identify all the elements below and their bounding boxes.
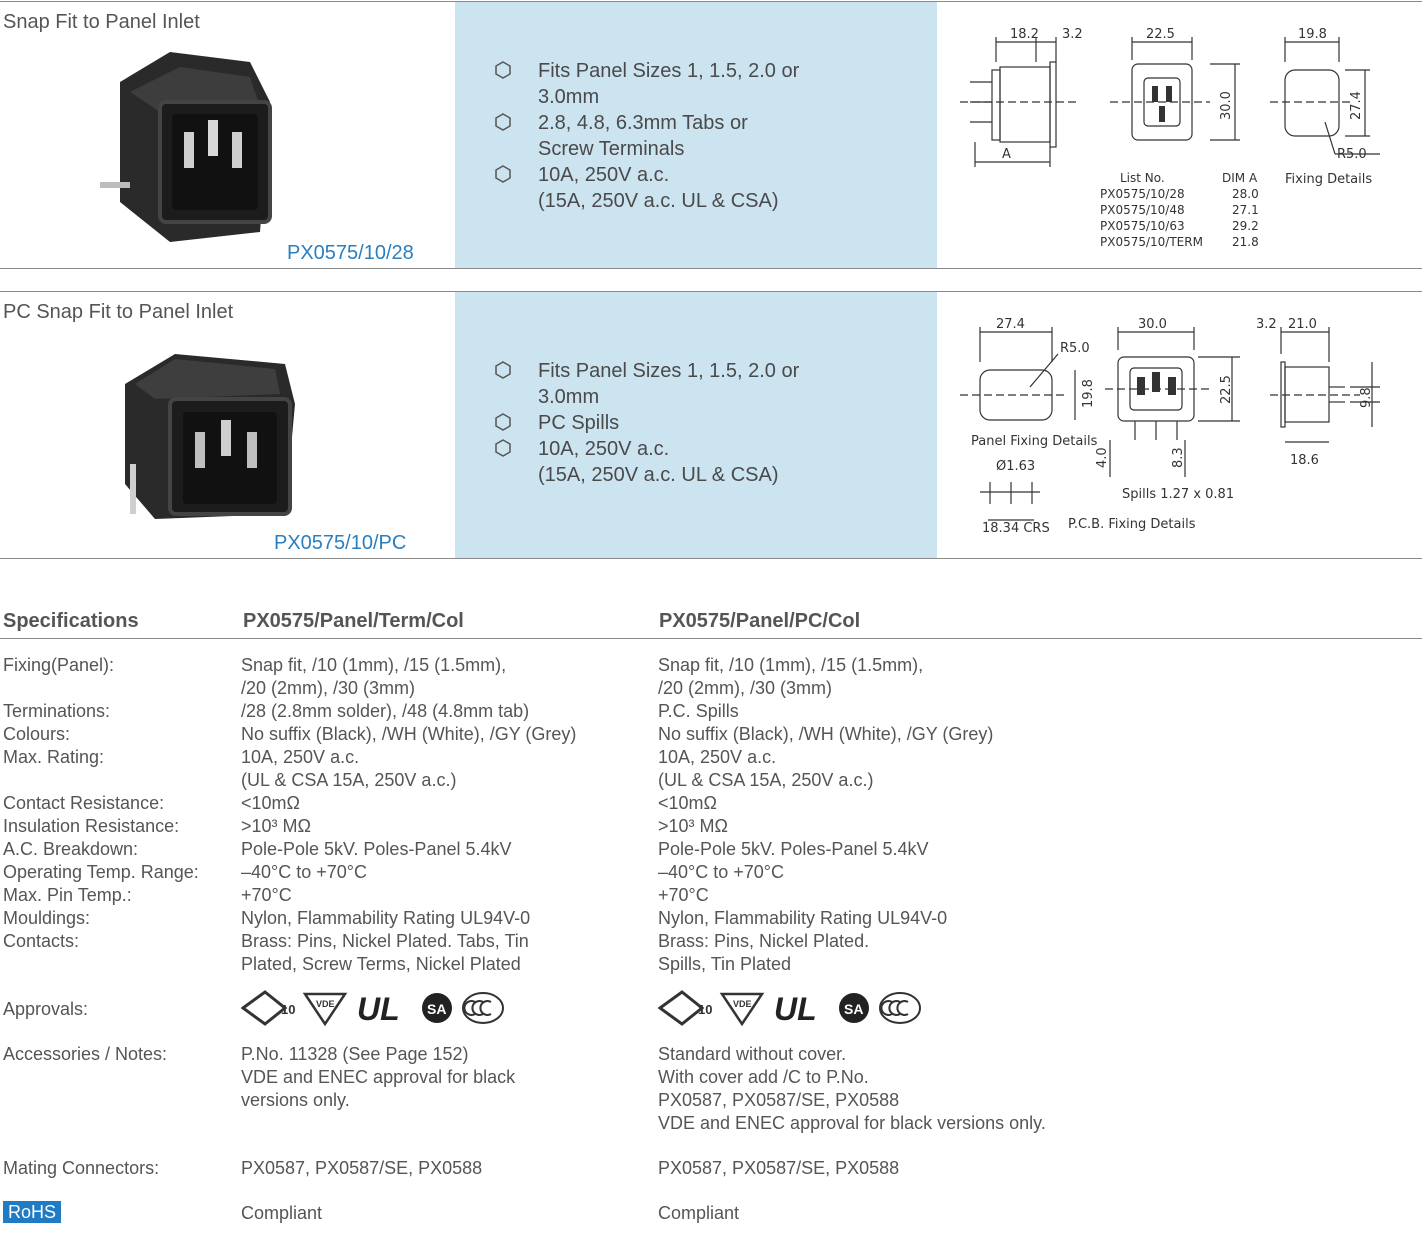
- list-header-no: List No.: [1120, 171, 1165, 185]
- technical-drawing-snap-fit: 18.2 3.2 22.5 19.8 30.0 27.4 A R5.0 Fixi…: [960, 27, 1380, 249]
- feature-item: Fits Panel Sizes 1, 1.5, 2.0 or 3.0mm: [493, 58, 799, 110]
- feature-item: PC Spills: [493, 410, 799, 436]
- ccc-logo-icon: [462, 992, 504, 1024]
- panel-fixing-label: Panel Fixing Details: [971, 434, 1098, 449]
- feature-item: 10A, 250V a.c. (15A, 250V a.c. UL & CSA): [493, 162, 799, 214]
- technical-drawing-pc-snap-fit: 27.4 R5.0 19.8 30.0 22.5 3.2 21.0 9.8 18…: [960, 317, 1380, 536]
- dimension-label: 22.5: [1146, 27, 1175, 42]
- svg-text:VDE: VDE: [316, 999, 335, 1009]
- list-item-no: PX0575/10/63: [1100, 219, 1185, 233]
- dimension-label: 18.6: [1290, 453, 1319, 468]
- list-item-no: PX0575/10/48: [1100, 203, 1185, 217]
- svg-text:SA: SA: [844, 1001, 863, 1017]
- dimension-label: 19.8: [1081, 379, 1096, 408]
- features-list: Fits Panel Sizes 1, 1.5, 2.0 or 3.0mm 2.…: [493, 58, 799, 214]
- ccc-logo-icon: [879, 992, 921, 1024]
- list-item-dim: 27.1: [1232, 203, 1259, 217]
- dimension-label: 8.3: [1171, 447, 1186, 468]
- svg-text:VDE: VDE: [733, 999, 752, 1009]
- feature-item: Fits Panel Sizes 1, 1.5, 2.0 or 3.0mm: [493, 358, 799, 410]
- hexagon-bullet-icon: [495, 361, 511, 379]
- dimension-label: 27.4: [1349, 91, 1364, 120]
- svg-text:SA: SA: [427, 1001, 446, 1017]
- dimension-label: 9.8: [1359, 387, 1374, 408]
- features-list: Fits Panel Sizes 1, 1.5, 2.0 or 3.0mm PC…: [493, 358, 799, 488]
- csa-logo-icon: SA: [422, 993, 452, 1023]
- feature-item: 10A, 250V a.c. (15A, 250V a.c. UL & CSA): [493, 436, 799, 488]
- dimension-label: 21.0: [1288, 317, 1317, 332]
- enec-logo-icon: 10: [241, 990, 295, 1026]
- csa-logo-icon: SA: [839, 993, 869, 1023]
- list-item-dim: 29.2: [1232, 219, 1259, 233]
- ul-logo-icon: UL: [357, 991, 400, 1027]
- dimension-label: Ø1.63: [996, 459, 1035, 474]
- vde-logo-icon: VDE: [302, 992, 348, 1027]
- dimension-label: 30.0: [1219, 91, 1234, 120]
- list-item-no: PX0575/10/TERM: [1100, 235, 1203, 249]
- enec-logo-icon: 10: [658, 990, 712, 1026]
- dimension-label: 22.5: [1219, 375, 1234, 404]
- hexagon-bullet-icon: [495, 413, 511, 431]
- product-code[interactable]: PX0575/10/PC: [274, 532, 407, 554]
- features-panel: Fits Panel Sizes 1, 1.5, 2.0 or 3.0mm PC…: [455, 292, 937, 558]
- product-photo: [100, 52, 272, 242]
- pcb-fixing-label: P.C.B. Fixing Details: [1068, 517, 1196, 532]
- product-title: PC Snap Fit to Panel Inlet: [3, 301, 234, 323]
- dimension-label: 4.0: [1095, 447, 1110, 468]
- approval-logos-col2: 10 VDE UL SA: [658, 990, 921, 1027]
- spec-header-col2: PX0575/Panel/PC/Col: [659, 610, 861, 632]
- product-section-snap-fit: Snap Fit to Panel Inlet PX0575/10/28 Fit…: [0, 1, 1422, 269]
- dimension-label: 18.34 CRS: [982, 521, 1050, 536]
- svg-text:UL: UL: [357, 991, 400, 1027]
- dimension-label: 19.8: [1298, 27, 1327, 42]
- product-photo: [125, 354, 295, 519]
- dimension-label: 27.4: [996, 317, 1025, 332]
- hexagon-bullet-icon: [495, 439, 511, 457]
- spec-header-col1: PX0575/Panel/Term/Col: [243, 610, 464, 632]
- approval-logos-col1: 10 VDE UL SA: [241, 990, 504, 1027]
- svg-text:10: 10: [281, 1002, 295, 1017]
- hexagon-bullet-icon: [495, 61, 511, 79]
- list-item-dim: 21.8: [1232, 235, 1259, 249]
- product-section-pc-snap-fit: PC Snap Fit to Panel Inlet PX0575/10/PC …: [0, 291, 1422, 559]
- list-header-dim: DIM A: [1222, 171, 1258, 185]
- dimension-label: 3.2: [1062, 27, 1083, 42]
- dimension-label: R5.0: [1337, 147, 1367, 162]
- product-code[interactable]: PX0575/10/28: [287, 242, 414, 264]
- list-item-no: PX0575/10/28: [1100, 187, 1185, 201]
- feature-item: 2.8, 4.8, 6.3mm Tabs or Screw Terminals: [493, 110, 799, 162]
- svg-text:10: 10: [698, 1002, 712, 1017]
- hexagon-bullet-icon: [495, 113, 511, 131]
- fixing-details-label: Fixing Details: [1285, 172, 1372, 187]
- product-title: Snap Fit to Panel Inlet: [3, 11, 200, 33]
- spec-table-header: Specifications PX0575/Panel/Term/Col PX0…: [0, 610, 1422, 639]
- spec-header-title: Specifications: [3, 610, 139, 632]
- dimension-label: 30.0: [1138, 317, 1167, 332]
- svg-text:UL: UL: [774, 991, 817, 1027]
- rohs-badge: RoHS: [3, 1201, 62, 1223]
- dimension-label: A: [1002, 147, 1011, 162]
- dimension-label: R5.0: [1060, 341, 1090, 356]
- dimension-label: 3.2: [1256, 317, 1277, 332]
- spills-label: Spills 1.27 x 0.81: [1122, 487, 1234, 502]
- list-item-dim: 28.0: [1232, 187, 1259, 201]
- hexagon-bullet-icon: [495, 165, 511, 183]
- vde-logo-icon: VDE: [719, 992, 765, 1027]
- features-panel: Fits Panel Sizes 1, 1.5, 2.0 or 3.0mm 2.…: [455, 2, 937, 268]
- dimension-label: 18.2: [1010, 27, 1039, 42]
- ul-logo-icon: UL: [774, 991, 817, 1027]
